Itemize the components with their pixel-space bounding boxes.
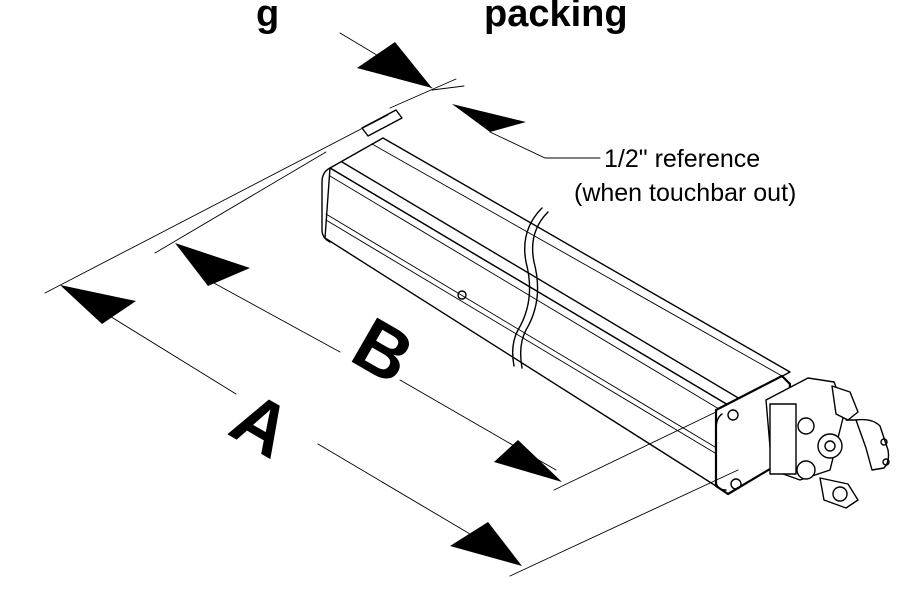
dimension-b-arrowhead-left <box>175 243 250 286</box>
rail-ridge-2 <box>371 143 783 377</box>
latch-pivot-1 <box>797 417 815 435</box>
reference-label-line1: 1/2" reference <box>604 145 760 173</box>
reference-extension-line-b <box>431 85 465 91</box>
latch-pivot-2 <box>817 433 843 459</box>
reference-arrowhead-lower <box>452 104 526 132</box>
rail-ridge-1 <box>341 161 741 400</box>
rail-top-endcap <box>361 109 403 137</box>
touchbar-break-line <box>511 207 543 367</box>
reference-extension-line-a <box>389 78 457 109</box>
dimension-b-line-left <box>211 281 341 353</box>
dimension-b-extension-right <box>553 411 717 491</box>
half-inch-reference-dimension: 1/2" reference (when touchbar out) <box>339 32 796 207</box>
exit-device-rail <box>321 109 890 509</box>
end-cap-screw-bottom <box>730 478 742 490</box>
rail-screw-hole <box>457 290 467 300</box>
dimension-b-arrowhead-right <box>494 440 562 482</box>
end-cap-screw-top <box>727 409 739 421</box>
reference-leader-line <box>489 131 601 159</box>
dimension-b-extension-left <box>154 151 327 254</box>
dimension-a-label: A <box>218 375 306 474</box>
dimension-a-line-right <box>317 443 471 535</box>
touchbar-break-line-inner <box>519 211 549 369</box>
latch-lower-roller <box>832 486 848 502</box>
rail-groove-1 <box>329 175 725 413</box>
rail-rounded-edge <box>321 167 331 243</box>
dimension-a-extension-right <box>509 469 739 577</box>
heading-fragment-right: packing <box>484 0 628 35</box>
latch-bolt <box>855 418 890 471</box>
dimension-b-label: B <box>339 301 427 400</box>
rail-groove-2 <box>325 213 721 451</box>
latch-upper-arm <box>831 385 859 421</box>
end-cap-rounded-edge <box>715 413 727 491</box>
latch-mechanism <box>765 377 890 509</box>
latch-bolt-hole-2 <box>882 458 890 466</box>
latch-pivot-3 <box>796 460 816 480</box>
dimension-a-arrowhead-left <box>60 285 136 324</box>
reference-arrowhead-upper <box>357 42 432 88</box>
latch-bracket <box>769 403 797 475</box>
dimension-a-line-left <box>99 309 237 395</box>
latch-bolt-hole <box>880 438 888 446</box>
reference-label-line2: (when touchbar out) <box>574 179 796 207</box>
latch-pivot-2-inner <box>824 440 836 452</box>
dimension-a-extension-left <box>44 114 389 294</box>
dimension-a-arrowhead-right <box>450 522 522 566</box>
heading-fragment-left: g <box>256 0 279 35</box>
